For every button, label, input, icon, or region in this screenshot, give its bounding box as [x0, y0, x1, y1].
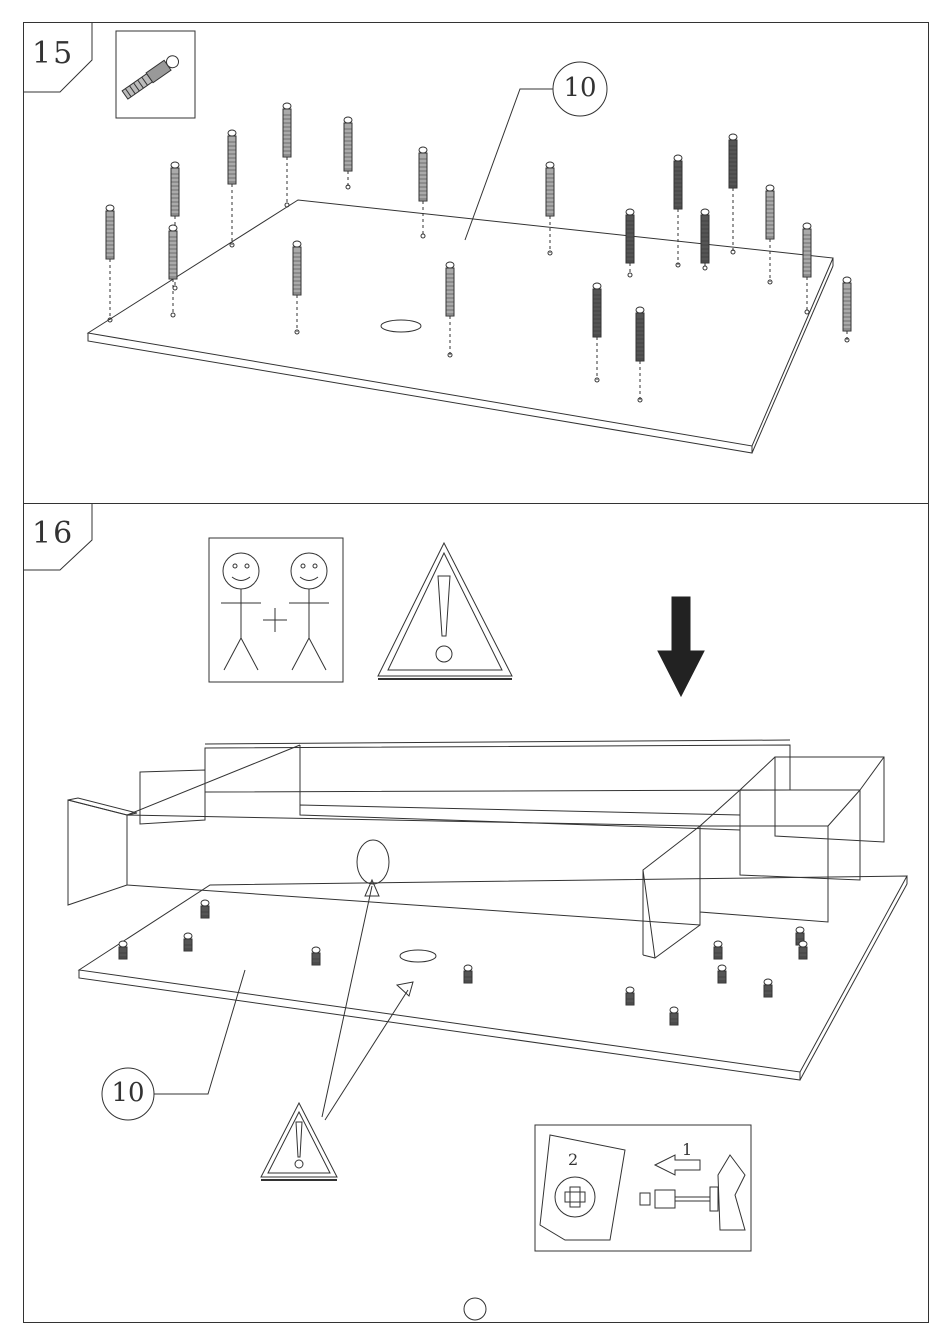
dowel-screw [184, 933, 192, 951]
dowel-screw [419, 147, 427, 238]
part-callout-10-step16: 10 [102, 1078, 154, 1108]
screws-group-15 [106, 103, 851, 402]
dowel-screw [106, 205, 114, 322]
dowel-screw [626, 209, 634, 277]
dowel-screw [674, 155, 682, 267]
step-15-number: 15 [32, 36, 74, 71]
dowel-screw [546, 162, 554, 255]
dowel-screw [119, 941, 127, 959]
dowel-screw [283, 103, 291, 207]
part-callout-10-step15: 10 [553, 73, 607, 103]
dowel-screw [344, 117, 352, 189]
dowel-screw [843, 277, 851, 342]
warning-triangle-icon [378, 543, 512, 679]
callout-10-leader-step15 [465, 89, 553, 240]
dowel-screw [201, 900, 209, 918]
dowel-screw [446, 262, 454, 357]
dowel-screw [766, 185, 774, 284]
dowel-screw [714, 941, 722, 959]
dowel-screw [729, 134, 737, 254]
dowel-screw [803, 223, 811, 314]
dowel-screw [636, 307, 644, 402]
arrow-step1 [655, 1155, 700, 1175]
dowel-screw [293, 241, 301, 334]
detail-step-1-label: 1 [682, 1140, 692, 1159]
page-number-circle [464, 1298, 486, 1320]
warning-triangle-small-icon [261, 880, 413, 1180]
frame-assembly [68, 740, 884, 958]
dowel-screw [701, 209, 709, 270]
dowel-screw [626, 987, 634, 1005]
board-part-10-step15 [88, 200, 833, 453]
step-16-number: 16 [32, 516, 74, 551]
dowel-screw [169, 225, 177, 317]
screws-group-16 [119, 900, 807, 1025]
dowel-screw [718, 965, 726, 983]
dowel-screw [764, 979, 772, 997]
two-persons-icon [221, 553, 329, 670]
dowel-screw [228, 130, 236, 247]
screw-dowel-icon [122, 53, 181, 100]
dowel-screw [464, 965, 472, 983]
dowel-screw [670, 1007, 678, 1025]
dowel-screw [312, 947, 320, 965]
callout-10-leader-step16 [154, 970, 245, 1094]
down-arrow-icon [658, 597, 704, 696]
detail-step-2-label: 2 [568, 1150, 578, 1169]
dowel-screw [799, 941, 807, 959]
dowel-screw [593, 283, 601, 382]
